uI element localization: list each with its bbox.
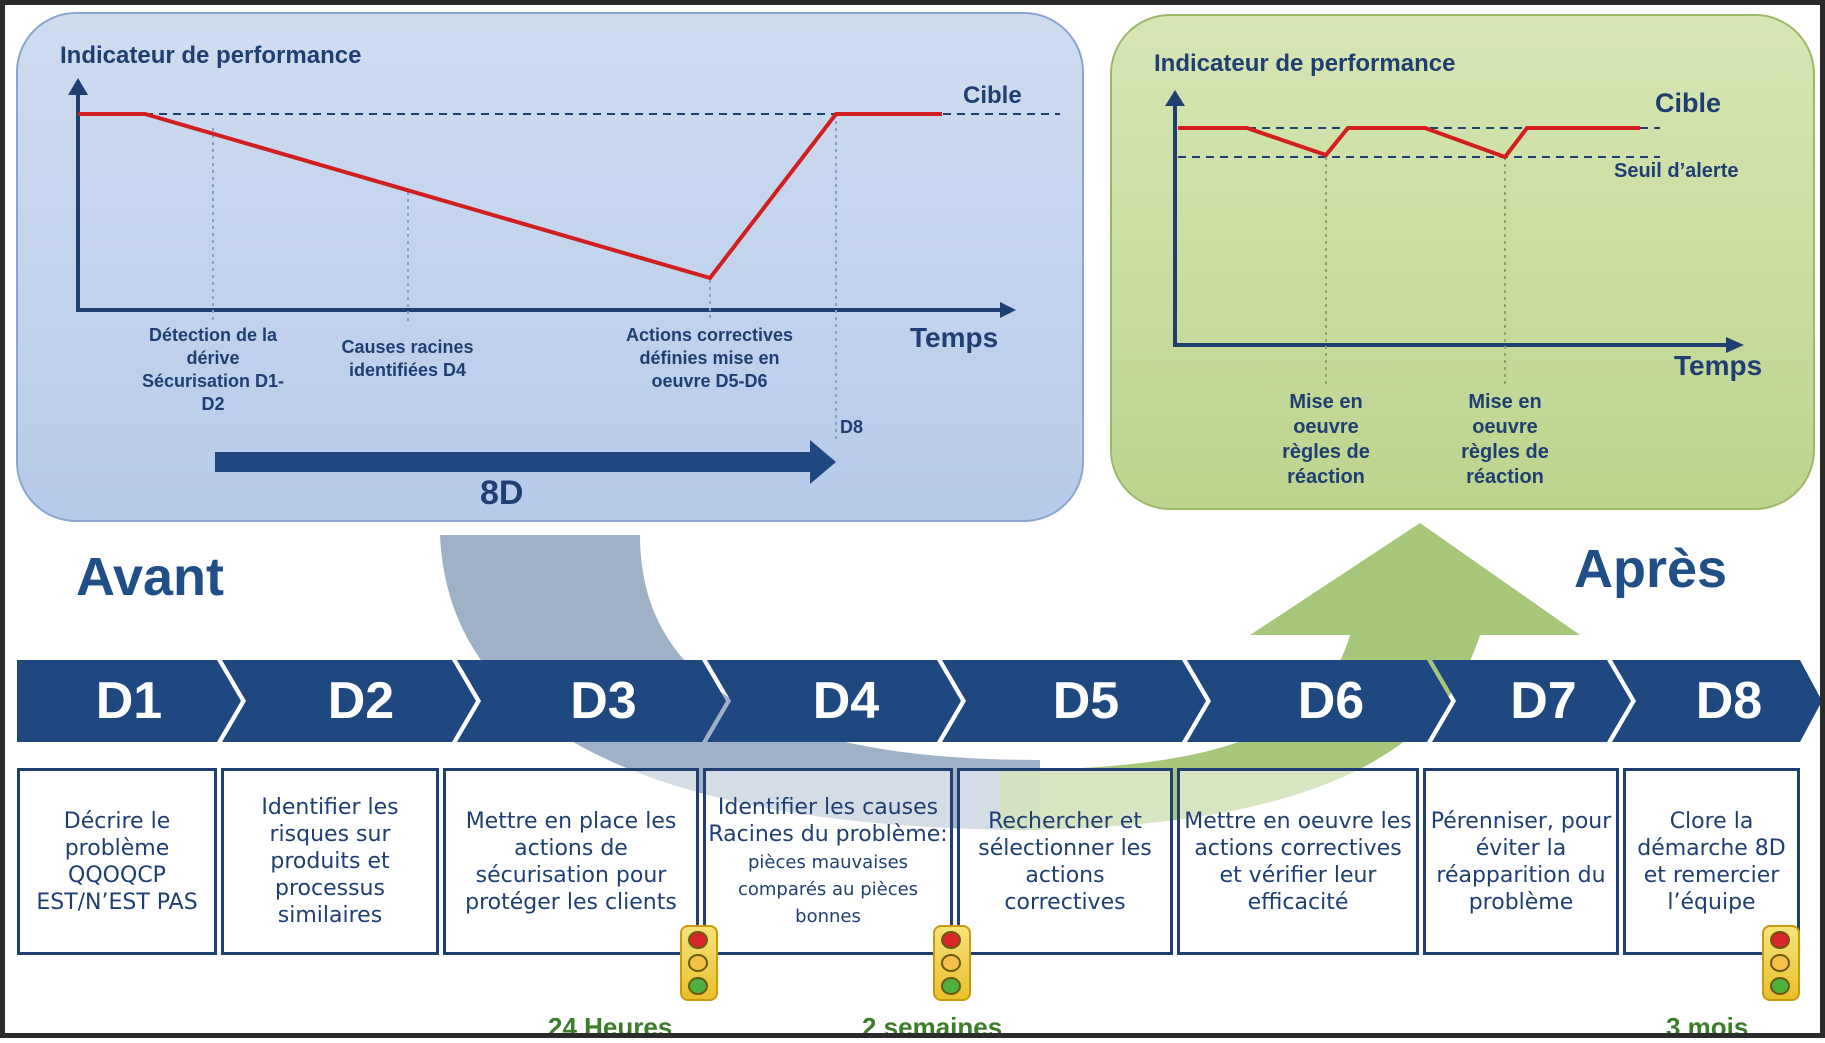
- 8d-arrow-head: [810, 440, 836, 484]
- after-target-label: Cible: [1655, 88, 1722, 118]
- phase-d3: D3: [570, 672, 637, 730]
- step-text-d4: Identifier les causes Racines du problèm…: [708, 795, 948, 847]
- before-time-label: Temps: [910, 322, 999, 353]
- before-trend-line: [78, 112, 942, 281]
- after-panel: [1110, 14, 1815, 510]
- after-chart: [1165, 90, 1744, 385]
- step-box-d2: Identifier les risques sur produits et p…: [221, 768, 439, 955]
- after-time-label: Temps: [1674, 350, 1763, 381]
- step-text-d7: Pérenniser, pour éviter la réapparition …: [1430, 808, 1612, 915]
- before-label-root-causes: Causes racines identifiées D4: [341, 337, 474, 380]
- after-curve-arrow: [1000, 523, 1580, 830]
- before-indicator-title: Indicateur de performance: [60, 42, 362, 69]
- before-label-detection: Détection de la dérive Sécurisation D1-D…: [141, 325, 285, 414]
- step-text-d3: Mettre en place les actions de sécurisat…: [465, 808, 677, 915]
- traffic-light-icon: [933, 925, 971, 1001]
- 8d-arrow-label: 8D: [480, 474, 524, 512]
- step-box-d1: Décrire le problème QQOQCP EST/N’EST PAS: [17, 768, 217, 955]
- step-box-d3: Mettre en place les actions de sécurisat…: [443, 768, 699, 955]
- traffic-light-icon: [1762, 925, 1800, 1001]
- after-trend-line: [1178, 126, 1640, 160]
- step-box-d6: Mettre en oeuvre les actions correctives…: [1177, 768, 1419, 955]
- step-box-d7: Pérenniser, pour éviter la réapparition …: [1423, 768, 1619, 955]
- phase-d5: D5: [1052, 672, 1120, 730]
- after-caption: Après: [1574, 539, 1728, 599]
- phase-bar: [17, 660, 1822, 742]
- 8d-arrow-shaft: [215, 452, 812, 472]
- step-box-d5: Rechercher et sélectionner les actions c…: [957, 768, 1173, 955]
- before-label-corrective-actions: Actions correctives définies mise en oeu…: [625, 325, 794, 391]
- before-label-d8: D8: [840, 417, 864, 437]
- before-target-label: Cible: [963, 82, 1022, 109]
- traffic-light-icon: [680, 925, 718, 1001]
- phase-d4: D4: [812, 672, 880, 730]
- after-alert-label: Seuil d’alerte: [1614, 160, 1739, 182]
- step-box-d8: Clore la démarche 8D et remercier l’équi…: [1623, 768, 1800, 955]
- after-indicator-title: Indicateur de performance: [1154, 50, 1456, 77]
- step-text-d8: Clore la démarche 8D et remercier l’équi…: [1637, 808, 1786, 915]
- after-label-reaction-2: Mise en oeuvre règles de réaction: [1461, 391, 1549, 488]
- after-label-reaction-1: Mise en oeuvre règles de réaction: [1282, 391, 1370, 488]
- before-panel: [16, 12, 1084, 522]
- phase-d7: D7: [1510, 672, 1577, 730]
- before-chart: [68, 78, 1060, 484]
- phase-d1: D1: [95, 672, 163, 730]
- step-text-d6: Mettre en oeuvre les actions correctives…: [1184, 808, 1412, 915]
- step-box-d4: Identifier les causes Racines du problèm…: [703, 768, 953, 955]
- step-text-d1: Décrire le problème QQOQCP EST/N’EST PAS: [36, 808, 198, 915]
- phase-d6: D6: [1297, 672, 1365, 730]
- before-curve-arrow: [440, 535, 1040, 830]
- step-subtext-d4: pièces mauvaises comparés au pièces bonn…: [737, 852, 919, 927]
- phase-d8: D8: [1695, 672, 1763, 730]
- phase-d2: D2: [327, 672, 395, 730]
- before-caption: Avant: [76, 547, 225, 607]
- step-boxes: Décrire le problème QQOQCP EST/N’EST PAS…: [17, 768, 1800, 955]
- step-text-d2: Identifier les risques sur produits et p…: [261, 795, 399, 928]
- step-text-d5: Rechercher et sélectionner les actions c…: [978, 808, 1152, 915]
